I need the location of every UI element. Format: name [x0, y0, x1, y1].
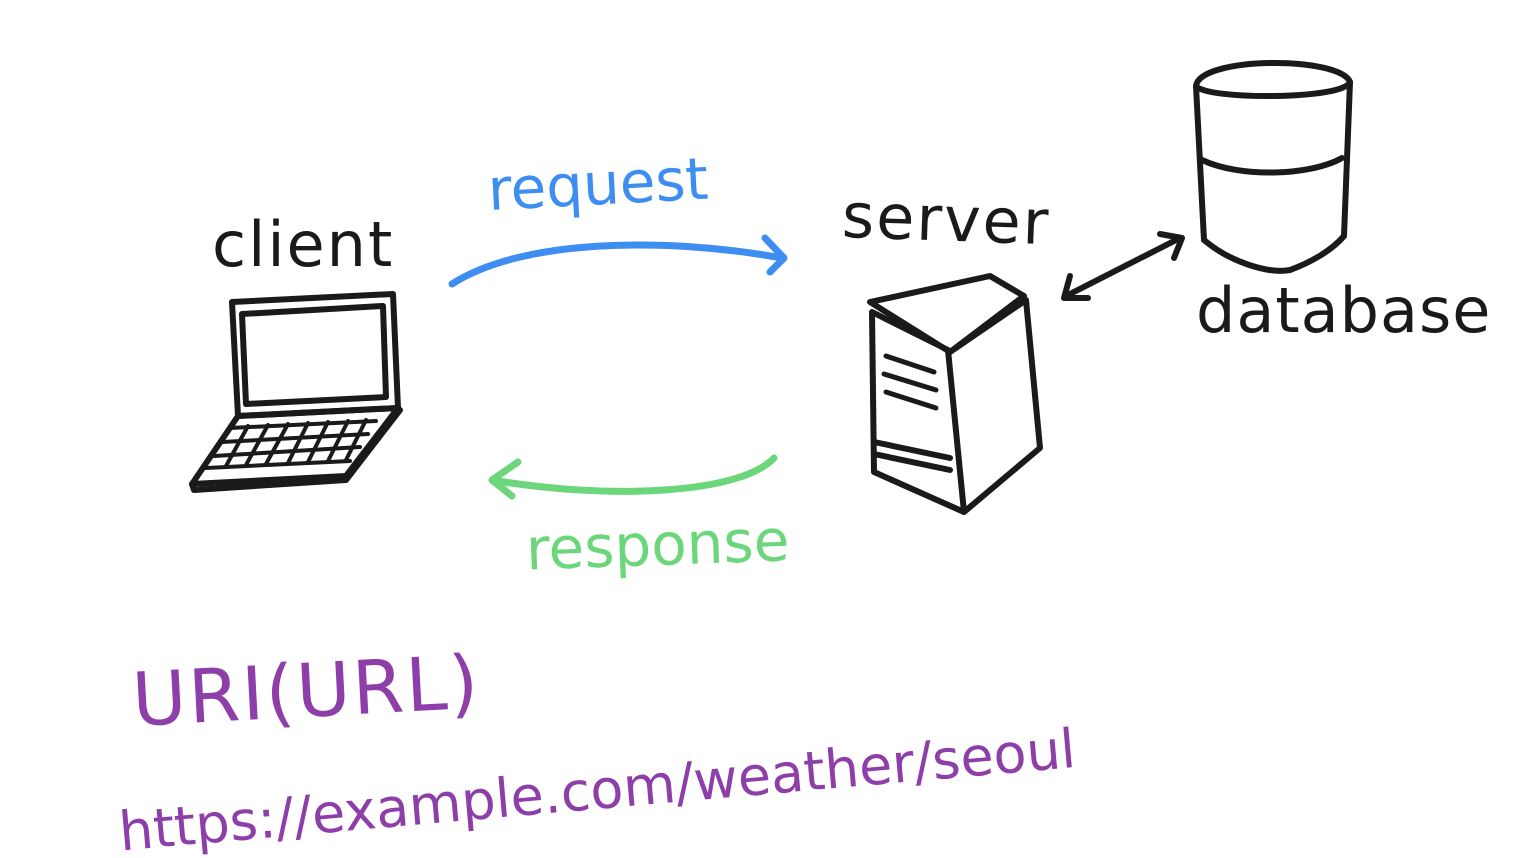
client-label: client	[212, 208, 394, 281]
server-database-arrow	[1061, 231, 1185, 301]
server-tower-icon	[867, 273, 1043, 515]
request-arrow	[448, 234, 788, 288]
uri-title: URI(URL)	[130, 640, 482, 744]
request-label: request	[486, 145, 710, 224]
database-cylinder-icon	[1193, 59, 1353, 274]
response-label: response	[525, 506, 791, 583]
database-label: database	[1196, 274, 1491, 347]
laptop-icon	[189, 291, 403, 493]
response-arrow	[488, 454, 778, 500]
uri-example: https://example.com/weather/seoul	[116, 717, 1078, 858]
server-label: server	[841, 179, 1052, 259]
